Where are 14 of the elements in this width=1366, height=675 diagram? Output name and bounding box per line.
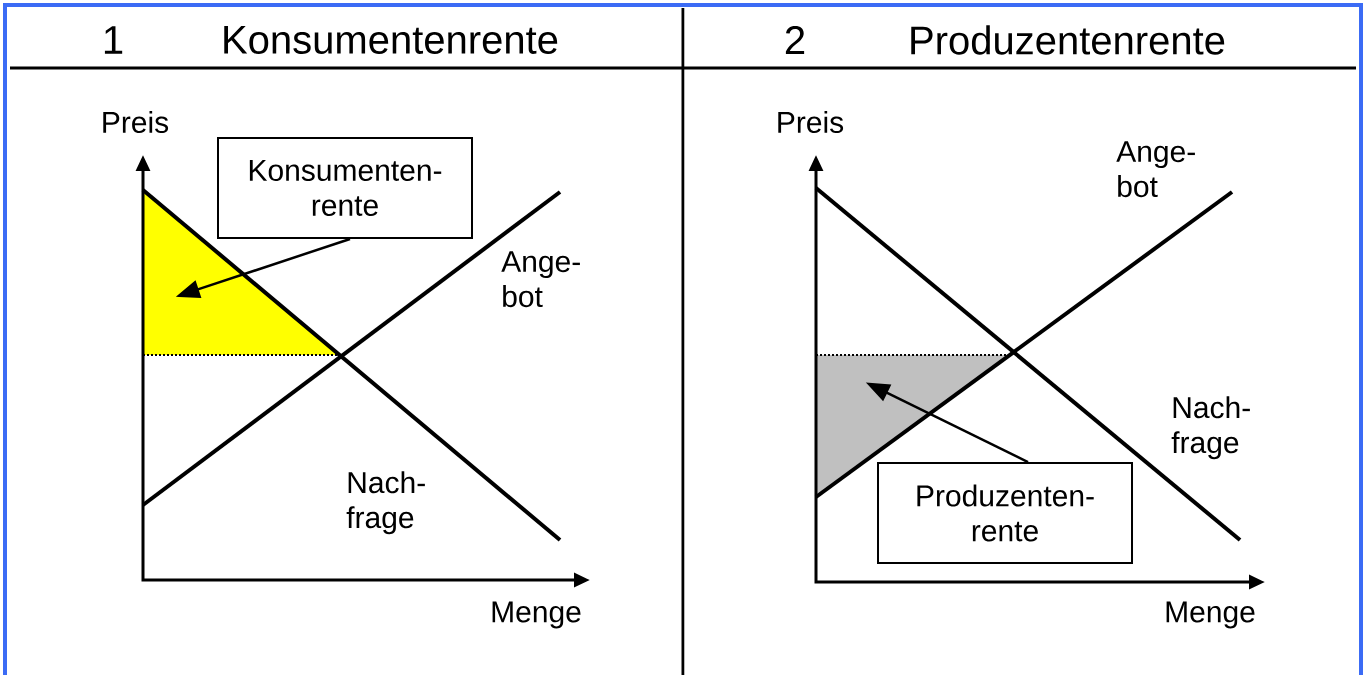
axis-label: Preis (103, 111, 169, 133)
panel-title: Konsumentenrente (224, 26, 558, 54)
panel-number: 2 (785, 26, 805, 54)
curve-label: Ange- bot (501, 251, 580, 308)
panel-title: Produzentenrente (911, 25, 1225, 55)
label-box: Produzenten- rente (877, 462, 1133, 564)
curve-label: Nach- frage (1171, 396, 1250, 460)
axis-label: Preis (778, 111, 844, 133)
axis-label: Menge (1166, 601, 1255, 629)
panel-number: 1 (104, 26, 123, 54)
label-box: Konsumenten- rente (217, 137, 473, 239)
axis-label: Menge (492, 601, 581, 629)
curve-label: Nach- frage (346, 471, 425, 535)
curve-label: Ange- bot (1116, 141, 1195, 198)
